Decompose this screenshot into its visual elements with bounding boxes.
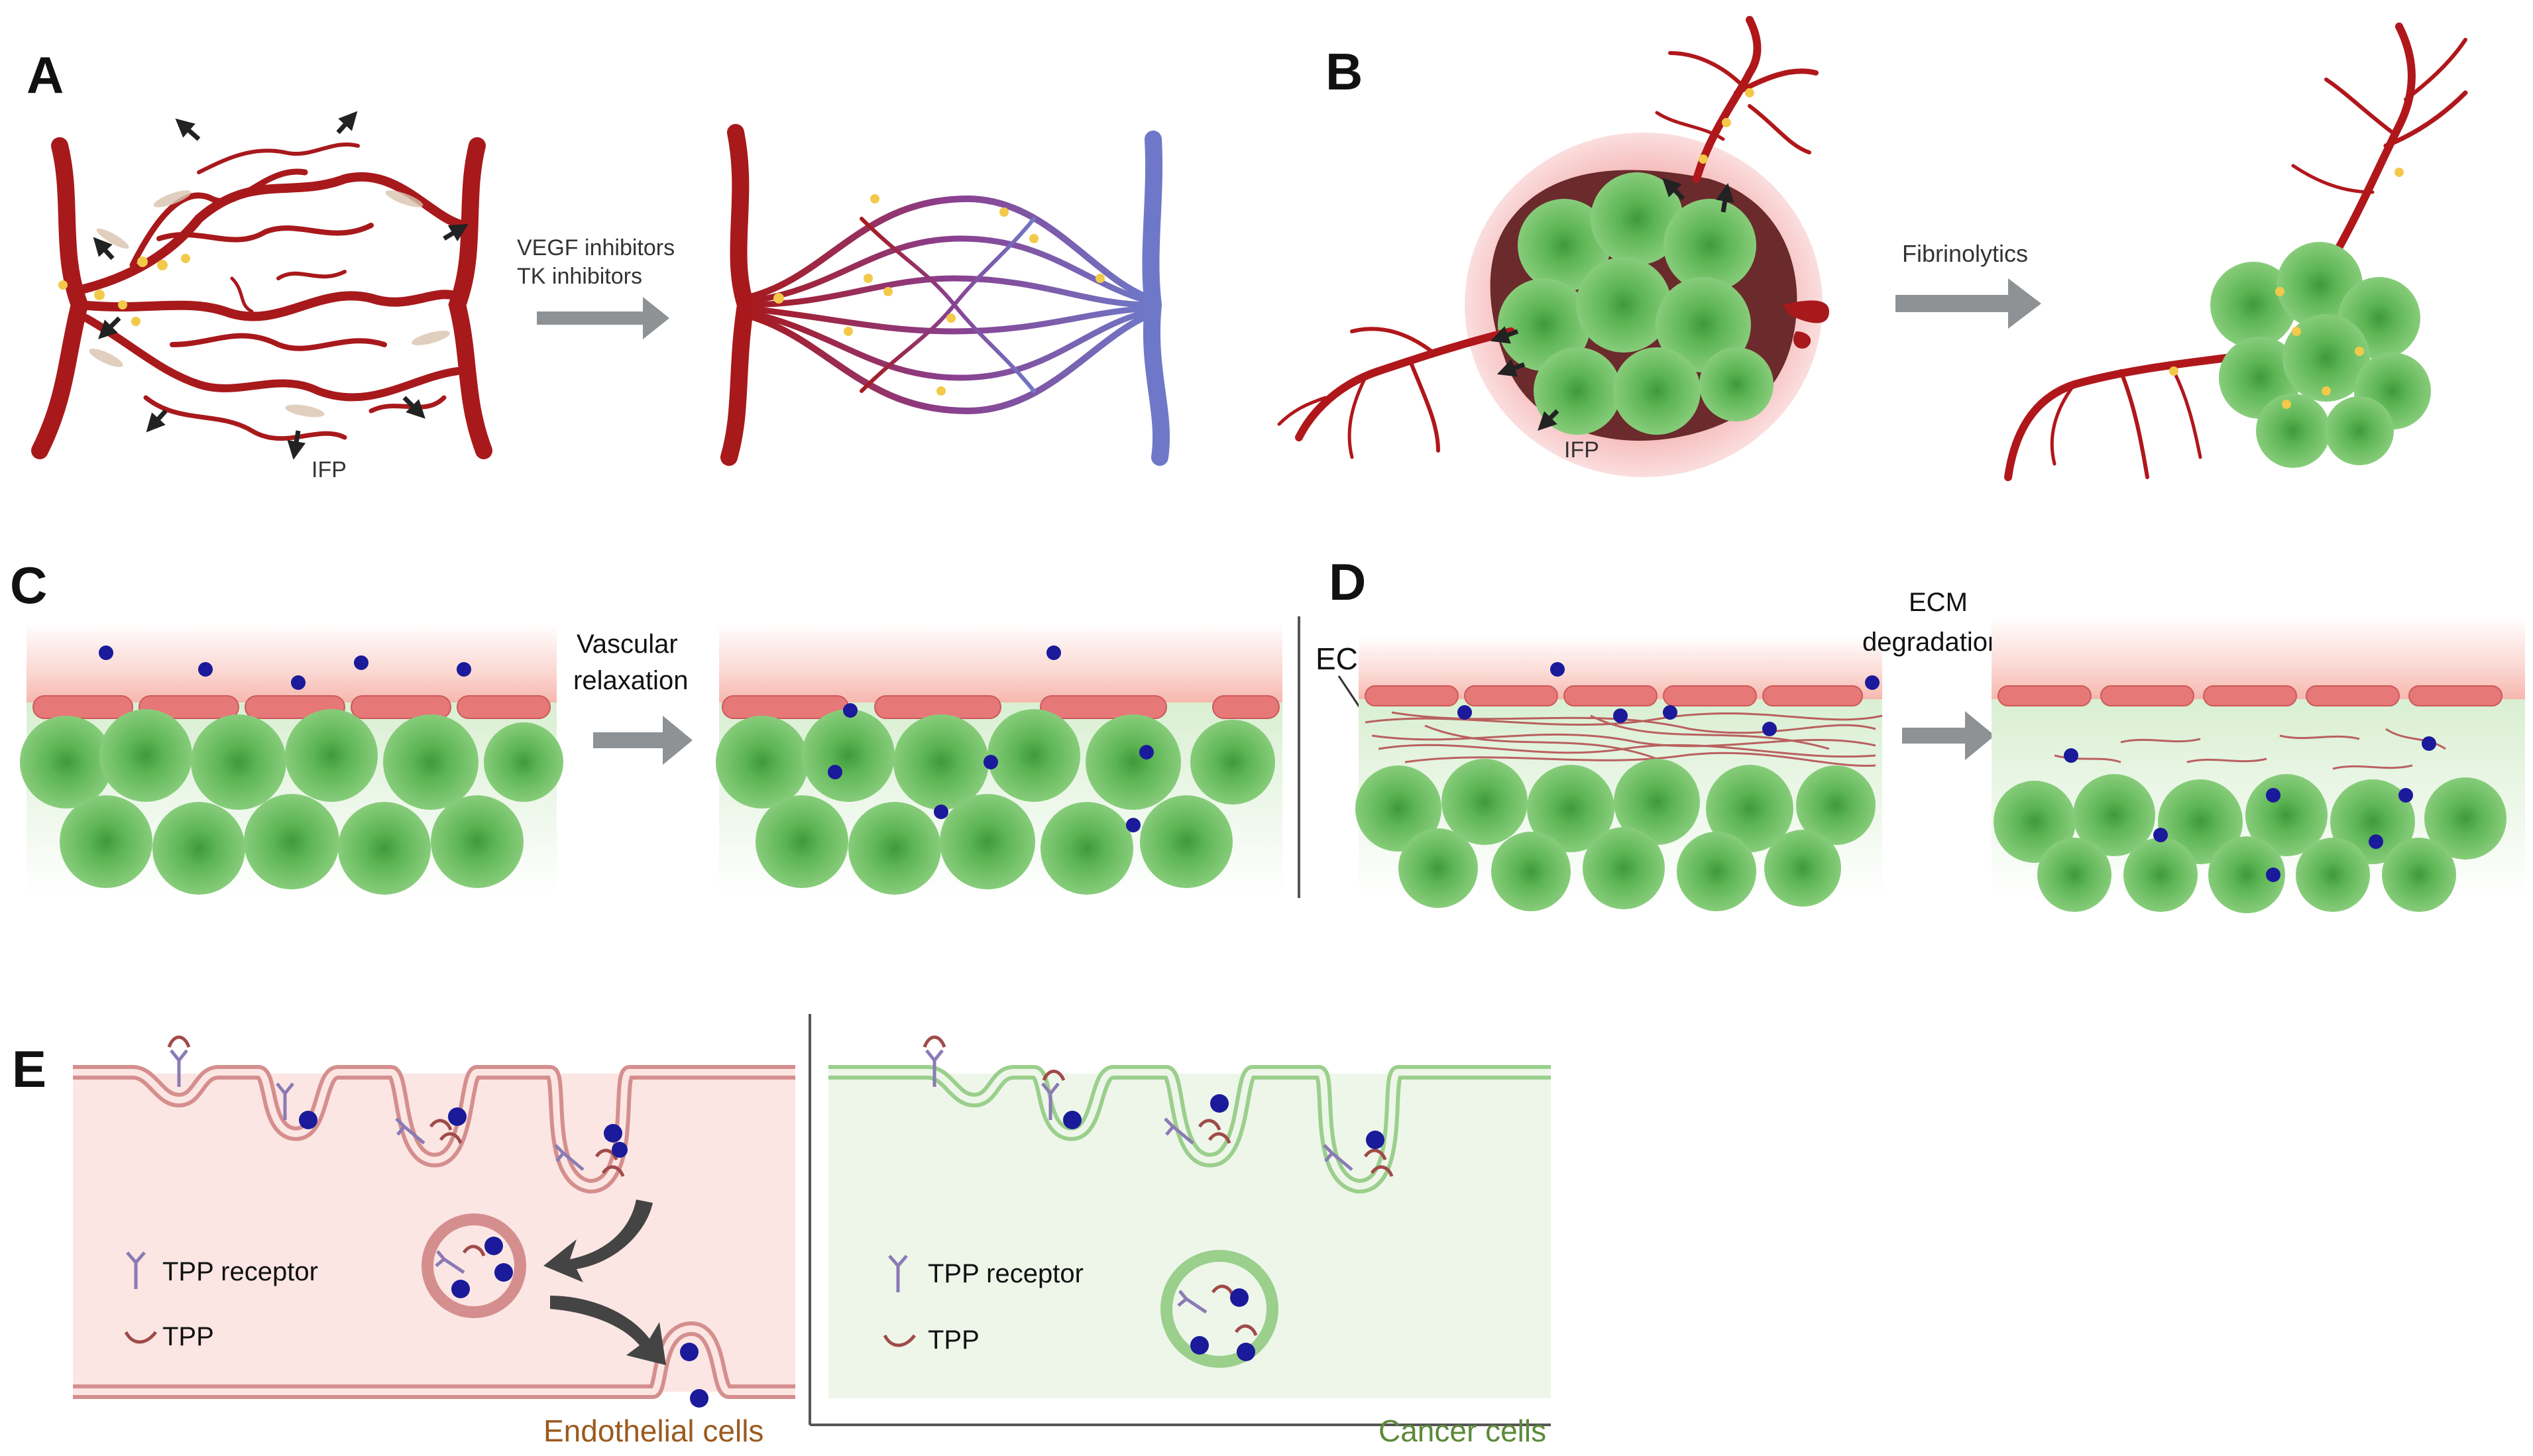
panel-a-treatment-arrow: [537, 297, 669, 339]
panel-b-vessels-after: [2004, 23, 2468, 481]
panel-b-ifp-label: IFP: [1564, 437, 1599, 463]
panel-d-left-ecm-fibers: [1365, 711, 1883, 767]
panel-e-transcytosis-arrow-2: [550, 1296, 666, 1365]
panel-c-treatment-line2: relaxation: [573, 666, 688, 695]
panel-b-ifp-arrows: [1490, 178, 1734, 431]
panel-d-left-cancer-cells: [1355, 759, 1876, 911]
panel-d-letter: D: [1329, 553, 1366, 611]
panel-a-leak-points: [58, 254, 190, 326]
panel-e-transcytosis-arrow-1: [543, 1200, 653, 1282]
panel-e-cancer-vesicle: [1160, 1250, 1278, 1368]
panel-b-droplet: [1783, 300, 1829, 349]
panel-e-cancer-receptors: [925, 1049, 1353, 1314]
panel-e-cancer-legend: TPP receptor TPP: [883, 1255, 1084, 1355]
panel-d-left-drug-particles: [1457, 662, 1880, 736]
panel-a-abnormal-vessels: [31, 137, 492, 459]
panel-d-right-drug-particles: [2064, 736, 2436, 882]
panel-e-cancer-label: Cancer cells: [1379, 1414, 1546, 1448]
panel-e-endothelial-label: Endothelial cells: [543, 1414, 763, 1448]
panel-b-tumor-cells-after: [2210, 242, 2431, 468]
panel-c: C Vascular relaxati: [10, 556, 1282, 895]
panel-c-right-endothelium: [722, 695, 1280, 719]
panel-a: A: [27, 46, 1170, 482]
panel-b-treatment-arrow: [1895, 278, 2041, 329]
panel-e-legend-tpp-label: TPP: [162, 1322, 214, 1351]
panel-c-left-endothelium: [32, 695, 551, 719]
panel-a-treatment-line2: TK inhibitors: [517, 264, 642, 289]
panel-b-letter: B: [1325, 42, 1363, 101]
panel-e-endothelial-legend: TPP receptor TPP: [124, 1251, 318, 1351]
panel-e-endothelial-receptors: [170, 1049, 585, 1274]
panel-e-endothelial-membrane-top-inner: [73, 1069, 795, 1190]
tpp-icon: [883, 1334, 916, 1347]
panel-e-legend-receptor-label: TPP receptor: [162, 1257, 318, 1286]
panel-e-endothelial-vesicle-inner: [434, 1226, 514, 1306]
panel-c-right-lumen: [719, 623, 1282, 702]
panel-d-left-endothelium: [1365, 685, 1863, 706]
panel-c-left-lumen: [27, 623, 557, 702]
panel-c-left-cancer-cells: [20, 709, 563, 895]
panel-e-cancer-drug-particles: [1063, 1094, 1384, 1361]
panel-e-endothelial-membrane-bottom-inner: [73, 1325, 795, 1395]
panel-a-normalized-leak-points: [773, 194, 1105, 396]
panel-b-treatment-label: Fibrinolytics: [1902, 240, 2028, 267]
panel-c-letter: C: [10, 556, 47, 614]
tpp-icon: [124, 1331, 157, 1344]
panel-a-normalized-vessels: [720, 124, 1170, 466]
panel-a-ifp-arrows: [93, 111, 469, 460]
panel-d-treatment-arrow: [1902, 711, 1995, 760]
tpp-receptor-icon: [126, 1251, 146, 1289]
panel-d: D ECM: [1316, 553, 2525, 913]
panel-b-leak-points-after: [2169, 168, 2404, 409]
panel-d-right-endothelium: [1998, 685, 2503, 706]
panel-c-left-drug-particles: [99, 645, 471, 690]
panel-e-legend-tpp-label-2: TPP: [928, 1325, 980, 1355]
panel-a-treatment-line1: VEGF inhibitors: [517, 235, 675, 260]
panel-e-endothelial-tpp: [167, 1035, 625, 1257]
panel-a-pericytes: [89, 190, 451, 418]
panel-b: B: [1277, 16, 2468, 481]
panel-c-right-drug-particles: [828, 645, 1154, 832]
panel-d-right-cancer-cells: [1994, 774, 2506, 913]
panel-e-endothelial-drug-particles: [299, 1107, 708, 1408]
panel-c-right-cancer-cells: [716, 709, 1275, 895]
panel-b-vessels-before: [1277, 16, 1819, 459]
panel-d-right-ecm-fragments: [2054, 728, 2446, 770]
panel-d-treatment-line1: ECM: [1909, 588, 1968, 617]
panel-e-cancer-membrane-top-inner: [828, 1069, 1551, 1190]
panel-b-tumor-cells: [1498, 172, 1773, 435]
panel-e: E T: [12, 1014, 1551, 1448]
tpp-receptor-icon: [888, 1255, 908, 1292]
panel-c-treatment-arrow: [593, 716, 693, 765]
panel-c-treatment-line1: Vascular: [577, 630, 678, 659]
panel-a-letter: A: [27, 46, 64, 104]
panel-e-letter: E: [12, 1040, 46, 1098]
panel-b-leak-points-before: [1699, 88, 1754, 164]
panel-e-legend-receptor-label-2: TPP receptor: [928, 1259, 1084, 1288]
panel-a-ifp-label: IFP: [311, 457, 347, 482]
panel-d-treatment-line2: degradation: [1862, 628, 2002, 657]
